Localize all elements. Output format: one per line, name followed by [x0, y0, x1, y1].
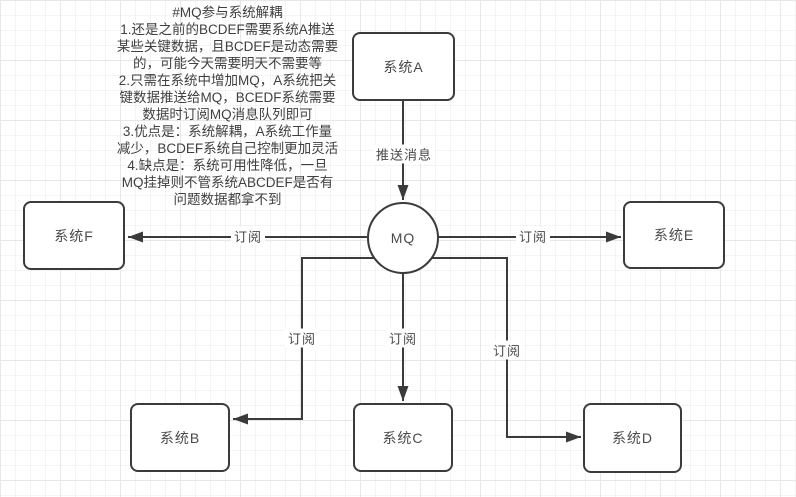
edge-label-subscribe-e: 订阅: [515, 226, 551, 246]
node-system-f: 系统F: [23, 201, 125, 270]
node-system-a: 系统A: [352, 32, 455, 101]
node-mq-circle: MQ: [367, 202, 439, 274]
node-system-b-label: 系统B: [159, 429, 201, 446]
node-system-a-label: 系统A: [383, 58, 424, 75]
node-system-d-label: 系统D: [611, 430, 654, 446]
edge-label-push-message: 推送消息: [372, 144, 436, 164]
node-mq-label: MQ: [390, 230, 416, 246]
node-system-f-label: 系统F: [54, 227, 94, 244]
node-system-c-label: 系统C: [382, 429, 424, 446]
edge-label-subscribe-b: 订阅: [284, 328, 320, 348]
node-system-e-label: 系统E: [653, 227, 695, 243]
edge-label-subscribe-c: 订阅: [385, 328, 421, 348]
node-system-c: 系统C: [353, 403, 453, 472]
node-system-b: 系统B: [130, 403, 230, 472]
edge-label-subscribe-d: 订阅: [489, 340, 525, 360]
node-system-d: 系统D: [583, 403, 682, 473]
notes-text-block: #MQ参与系统解耦 1.还是之前的BCDEF需要系统A推送 某些关键数据，且BC…: [116, 5, 339, 207]
edge-label-subscribe-f: 订阅: [230, 226, 266, 246]
node-system-e: 系统E: [623, 201, 725, 269]
